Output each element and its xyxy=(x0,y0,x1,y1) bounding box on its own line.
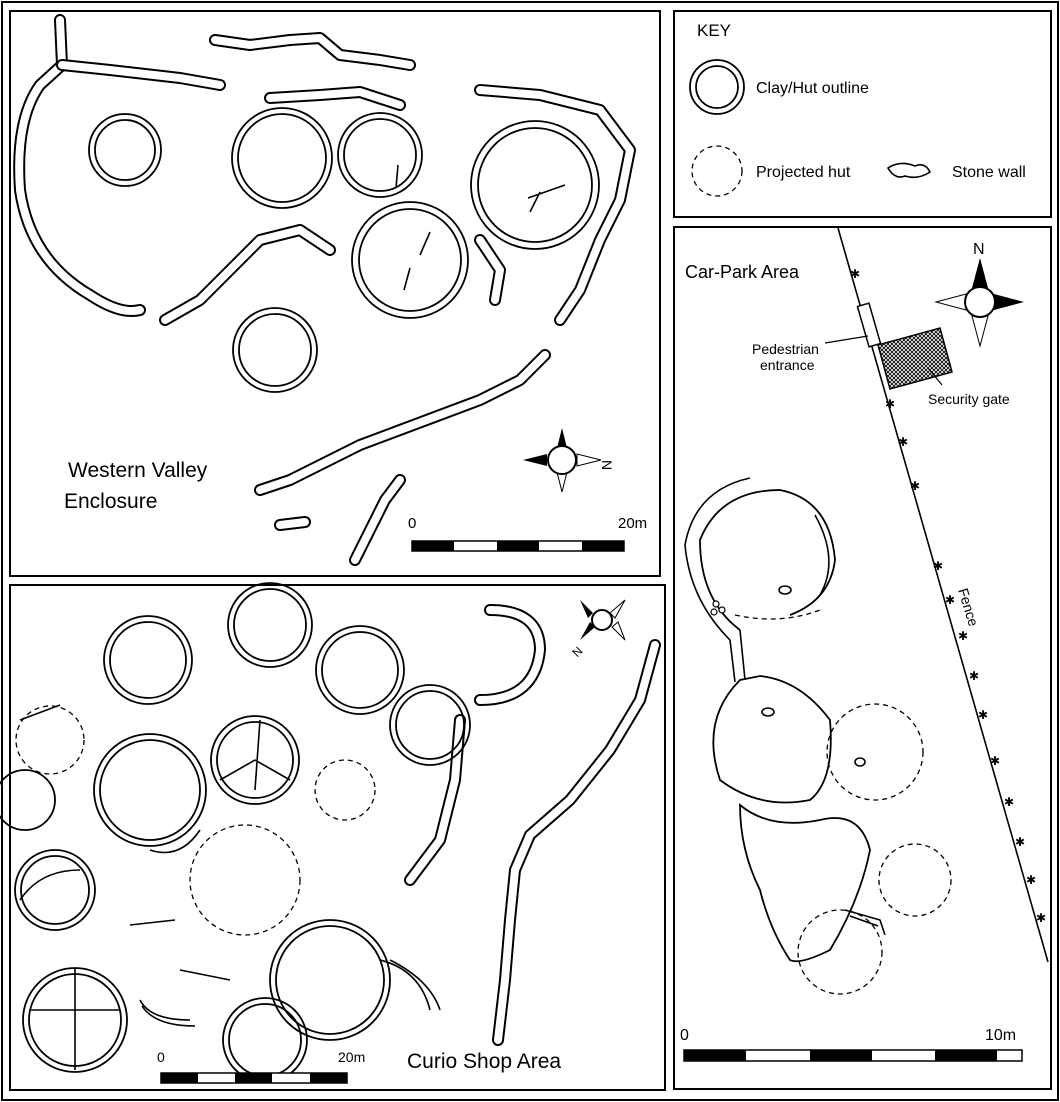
svg-text:✱: ✱ xyxy=(1036,911,1046,925)
pedestrian-entrance-symbol xyxy=(856,302,882,348)
fence-posts: ✱ ✱ ✱ ✱ ✱ ✱ ✱ ✱ ✱ ✱ ✱ ✱ ✱ ✱ xyxy=(850,267,1046,925)
svg-text:✱: ✱ xyxy=(978,708,988,722)
svg-text:✱: ✱ xyxy=(885,397,895,411)
svg-text:✱: ✱ xyxy=(990,754,1000,768)
car-park-huts xyxy=(684,477,952,995)
key-stone-wall-label: Stone wall xyxy=(952,164,1026,181)
western-title-line2: Enclosure xyxy=(64,490,157,513)
fence-label: Fence xyxy=(955,586,982,628)
curio-scale-start: 0 xyxy=(157,1049,165,1065)
curio-north-label: N xyxy=(570,644,586,660)
western-north-label: N xyxy=(599,460,615,470)
pedestrian-entrance-line1: Pedestrian xyxy=(752,341,819,357)
key-clay-hut-label: Clay/Hut outline xyxy=(756,80,869,97)
svg-text:✱: ✱ xyxy=(910,479,920,493)
curio-scale-end: 20m xyxy=(338,1049,365,1065)
western-panel-border xyxy=(9,10,661,577)
svg-text:✱: ✱ xyxy=(969,669,979,683)
western-title-line1: Western Valley xyxy=(68,459,208,482)
western-stone-walls xyxy=(13,14,636,566)
key-projected-hut-symbol xyxy=(691,145,743,197)
svg-text:✱: ✱ xyxy=(850,267,860,281)
curio-shop-panel: N 0 20m Curio Shop Area xyxy=(0,582,666,1091)
svg-text:✱: ✱ xyxy=(945,593,955,607)
curio-panel-border xyxy=(9,584,666,1091)
car-park-north-label: N xyxy=(973,241,985,258)
curio-north-arrow: N xyxy=(570,599,626,660)
key-title: KEY xyxy=(697,21,731,40)
western-north-arrow: N xyxy=(523,428,615,493)
svg-text:✱: ✱ xyxy=(958,629,968,643)
svg-text:✱: ✱ xyxy=(898,435,908,449)
svg-text:✱: ✱ xyxy=(1004,795,1014,809)
car-park-title: Car-Park Area xyxy=(685,262,800,282)
curio-huts xyxy=(0,582,471,1083)
curio-long-stone-wall xyxy=(492,639,661,1046)
svg-text:✱: ✱ xyxy=(1026,873,1036,887)
svg-text:✱: ✱ xyxy=(933,559,943,573)
western-huts xyxy=(88,107,600,393)
key-stone-wall-symbol xyxy=(886,162,932,179)
curio-shop-title: Curio Shop Area xyxy=(407,1050,561,1073)
key-panel-border xyxy=(673,10,1052,218)
fence-line xyxy=(837,227,1049,963)
pedestrian-entrance-line2: entrance xyxy=(760,357,815,373)
car-park-panel-border xyxy=(673,226,1052,1090)
key-clay-hut-symbol xyxy=(689,59,745,115)
svg-text:✱: ✱ xyxy=(1015,835,1025,849)
western-valley-panel: N 0 20m Western Valley Enclosure xyxy=(9,10,661,577)
western-scale-start: 0 xyxy=(408,515,416,532)
car-park-north-arrow: N xyxy=(934,241,1024,348)
car-park-scale-bar: 0 10m xyxy=(680,1027,1023,1062)
security-gate-label: Security gate xyxy=(928,391,1010,407)
car-park-scale-start: 0 xyxy=(680,1027,689,1044)
key-panel: KEY Clay/Hut outline Projected hut Stone… xyxy=(673,10,1052,218)
curio-scale-bar: 0 20m xyxy=(157,1049,365,1084)
key-projected-hut-label: Projected hut xyxy=(756,164,851,181)
western-scale-end: 20m xyxy=(618,515,647,532)
western-scale-bar: 0 20m xyxy=(408,515,647,552)
car-park-scale-end: 10m xyxy=(985,1027,1016,1044)
security-gate-symbol xyxy=(877,327,953,390)
car-park-panel: Car-Park Area ✱ ✱ ✱ ✱ ✱ ✱ ✱ ✱ ✱ ✱ ✱ ✱ ✱ ✱ Fence P… xyxy=(673,226,1052,1090)
